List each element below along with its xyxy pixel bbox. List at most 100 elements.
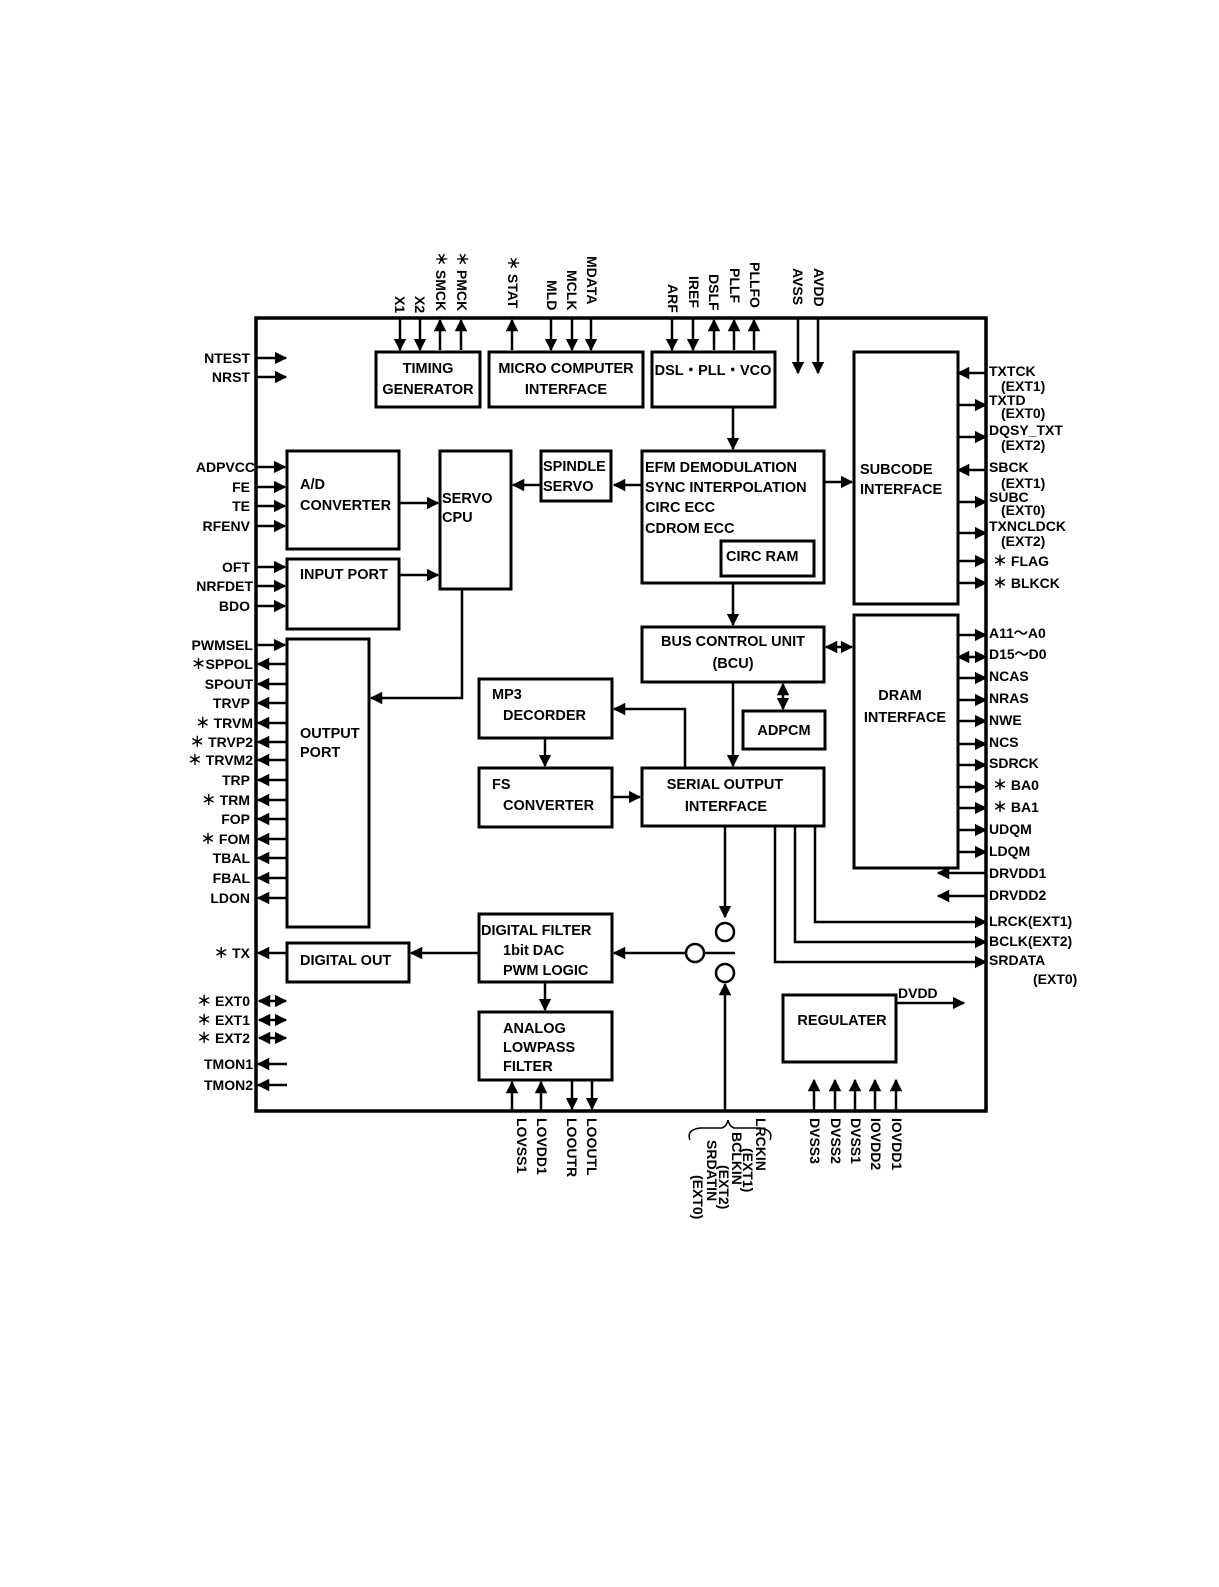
pin-ba1: ＊ BA1: [993, 799, 1039, 815]
pin-oft: OFT: [222, 559, 250, 575]
pin-ncs: NCS: [989, 734, 1019, 750]
efm-label-2: SYNC INTERPOLATION: [645, 480, 807, 496]
pin-tx: ＊ TX: [214, 945, 250, 961]
pin-pllfo: PLLFO: [747, 262, 763, 308]
chip-outline: [254, 316, 988, 1113]
dram-label-2: INTERFACE: [864, 710, 947, 726]
pin-x2: X2: [412, 296, 428, 313]
df-label-2: 1bit DAC: [503, 943, 565, 959]
top-pin-arrows: [393, 318, 825, 375]
pin-fop: FOP: [221, 811, 250, 827]
pin-pwmsel: PWMSEL: [192, 637, 254, 653]
pin-nwe: NWE: [989, 712, 1022, 728]
pin-dvss1: DVSS1: [848, 1118, 864, 1164]
servo-label-1: SERVO: [442, 491, 493, 507]
internal-connections: [369, 366, 988, 1111]
pin-bdo: BDO: [219, 598, 250, 614]
pin-mclk: MCLK: [564, 270, 580, 310]
pin-txtd: TXTD: [989, 392, 1026, 408]
pin-trvp2: ＊ TRVP2: [190, 734, 253, 750]
pin-ba0: ＊ BA0: [993, 777, 1039, 793]
adpcm-block: ADPCM: [741, 709, 827, 751]
pin-fom: ＊ FOM: [201, 831, 250, 847]
pin-sbck-ext: (EXT1): [1001, 475, 1045, 491]
pin-dvss2: DVSS2: [828, 1118, 844, 1164]
bottom-brace: [688, 1119, 772, 1141]
pin-iovdd2: IOVDD2: [868, 1118, 884, 1170]
pin-avdd: AVDD: [811, 268, 827, 307]
pin-trvp: TRVP: [213, 695, 250, 711]
pin-subc-ext: (EXT0): [1001, 502, 1045, 518]
serial-output-interface-block: SERIAL OUTPUT INTERFACE: [640, 766, 826, 828]
pin-txtd-ext: (EXT0): [1001, 405, 1045, 421]
top-pin-labels: X1 X2 ＊ SMCK ＊ PMCK ＊ STAT MLD MCLK MDAT…: [392, 252, 827, 313]
pin-ncas: NCAS: [989, 668, 1029, 684]
micro-label-2: INTERFACE: [525, 382, 608, 398]
bus-control-unit-block: BUS CONTROL UNIT (BCU): [640, 625, 826, 684]
digital-out-block: DIGITAL OUT: [285, 941, 411, 984]
pin-trvm2: ＊ TRVM2: [188, 752, 253, 768]
right-pin-arrows: [936, 866, 986, 903]
pin-drvdd2: DRVDD2: [989, 887, 1047, 903]
pin-dvss3: DVSS3: [807, 1118, 823, 1164]
ad-converter-block: A/D CONVERTER: [285, 449, 401, 551]
pin-tmon2: TMON2: [204, 1077, 253, 1093]
pin-trm: ＊ TRM: [202, 792, 250, 808]
regulater-block: REGULATER: [781, 993, 898, 1064]
pin-srdatin: SRDATIN: [704, 1140, 720, 1201]
pin-lrckin: LRCKIN: [753, 1118, 769, 1171]
micro-computer-interface-block: MICRO COMPUTER INTERFACE: [487, 350, 645, 409]
efm-label-4: CDROM ECC: [645, 521, 735, 537]
output-port-label-1: OUTPUT: [300, 726, 360, 742]
pin-bclk: BCLK(EXT2): [989, 933, 1072, 949]
pin-bclkin: BCLKIN: [729, 1132, 745, 1185]
subcode-label-1: SUBCODE: [860, 462, 933, 478]
pin-iovdd1: IOVDD1: [889, 1118, 905, 1170]
pin-fe: FE: [232, 479, 250, 495]
analog-label-2: LOWPASS: [503, 1040, 576, 1056]
pin-drvdd1: DRVDD1: [989, 865, 1047, 881]
pin-sbck: SBCK: [989, 459, 1029, 475]
pin-ntest: NTEST: [204, 350, 250, 366]
pin-txtck-ext: (EXT1): [1001, 378, 1045, 394]
subcode-label-2: INTERFACE: [860, 482, 943, 498]
spindle-label-2: SERVO: [543, 479, 594, 495]
micro-label-1: MICRO COMPUTER: [498, 361, 634, 377]
pin-mld: MLD: [544, 280, 560, 310]
pin-srdata-ext: (EXT0): [1033, 971, 1077, 987]
pin-pllf: PLLF: [727, 268, 743, 303]
digital-out-label: DIGITAL OUT: [300, 953, 391, 969]
pin-stat: ＊ STAT: [505, 256, 521, 309]
serial-label-1: SERIAL OUTPUT: [667, 777, 784, 793]
pin-dqsy-ext: (EXT2): [1001, 437, 1045, 453]
pin-txncldck-ext: (EXT2): [1001, 533, 1045, 549]
efm-label-3: CIRC ECC: [645, 500, 716, 516]
pin-ext0: ＊ EXT0: [197, 993, 250, 1009]
analog-label-1: ANALOG: [503, 1021, 566, 1037]
df-label-1: DIGITAL FILTER: [481, 923, 592, 939]
pin-nrst: NRST: [212, 369, 251, 385]
pin-subc: SUBC: [989, 489, 1029, 505]
circ-ram-block: CIRC RAM: [719, 539, 816, 578]
output-port-block: OUTPUT PORT: [285, 637, 371, 929]
right-pin-labels: TXTCK (EXT1) TXTD (EXT0) DQSY_TXT (EXT2)…: [898, 363, 1077, 1001]
ad-label-1: A/D: [300, 477, 325, 493]
pin-a11-a0: A11～A0: [989, 625, 1046, 641]
input-port-block: INPUT PORT: [285, 557, 401, 631]
mp3-decoder-block: MP3 DECORDER: [477, 677, 614, 740]
circ-ram-label: CIRC RAM: [726, 549, 799, 565]
serial-label-2: INTERFACE: [685, 799, 768, 815]
ad-label-2: CONVERTER: [300, 498, 392, 514]
pin-spout: SPOUT: [205, 676, 254, 692]
mp3-label-2: DECORDER: [503, 708, 587, 724]
pin-blkck: ＊ BLKCK: [993, 575, 1060, 591]
timing-label-1: TIMING: [403, 361, 454, 377]
pin-pmck: ＊ PMCK: [454, 252, 470, 311]
regulater-label: REGULATER: [797, 1013, 887, 1029]
input-port-label: INPUT PORT: [300, 567, 388, 583]
pin-trp: TRP: [222, 772, 250, 788]
pin-tbal: TBAL: [213, 850, 251, 866]
pin-loutl: LOOUTL: [584, 1118, 600, 1176]
pin-dslf: DSLF: [706, 274, 722, 311]
timing-generator-block: TIMING GENERATOR: [374, 350, 482, 409]
